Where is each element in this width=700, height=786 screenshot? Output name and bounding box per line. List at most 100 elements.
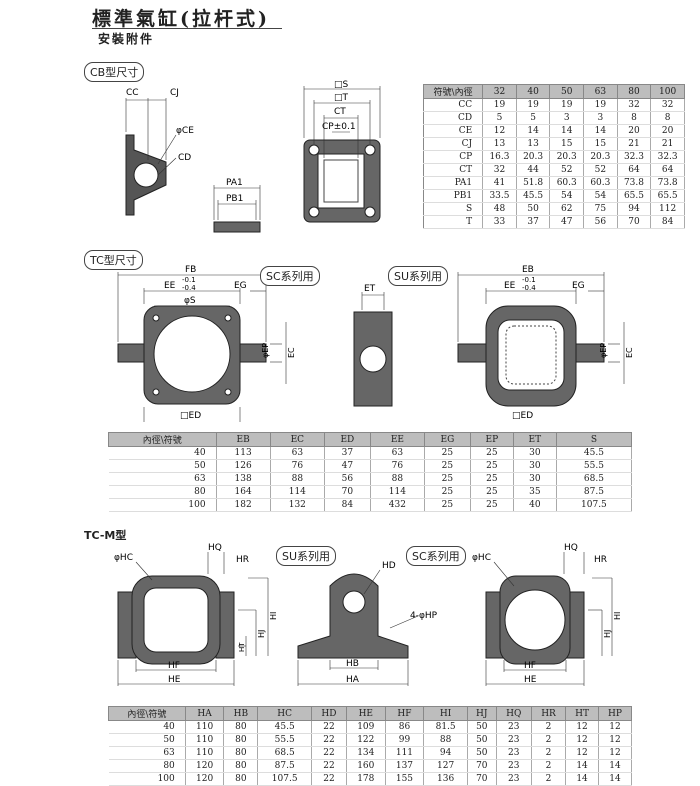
tcm-table-cell: 70	[467, 772, 497, 786]
tc-dim-ed: □ED	[180, 411, 201, 421]
tc-table-cell: 87.5	[556, 485, 633, 499]
cb-row-label: CT	[422, 163, 484, 177]
cb-table-cell: 20	[616, 124, 652, 138]
cb-table-cell: 60.3	[549, 176, 585, 190]
tc-table-cell: 70	[324, 485, 371, 499]
tc-table-cell: 182	[216, 498, 271, 512]
tcm-table-cell: 55.5	[257, 733, 312, 747]
tc-dim-fb: FB	[185, 265, 196, 275]
cb-row-label: CP	[422, 150, 484, 164]
tc-table-cell: 138	[216, 472, 271, 486]
tc-row-label: 80	[108, 485, 217, 499]
tcm-table-cell: 70	[467, 759, 497, 773]
cb-table-cell: 54	[549, 189, 585, 203]
tc-su-dim-ee: EE	[504, 281, 516, 291]
cb-table-cell: 14	[583, 124, 618, 138]
dim-t-square: □T	[334, 93, 349, 103]
tc-table-cell: 68.5	[556, 472, 633, 486]
tcm-table-cell: 14	[565, 759, 599, 773]
tcm-table-cell: 23	[496, 720, 532, 734]
cb-table-cell: 65.5	[616, 189, 652, 203]
tcm-col-header: HJ	[466, 706, 497, 721]
tc-su-dim-ec: EC	[625, 347, 634, 358]
cb-table-cell: 70	[616, 215, 652, 229]
cb-table-cell: 32	[650, 98, 685, 112]
tc-su-dim-ed: □ED	[512, 411, 533, 421]
tcm-dim-hi: HI	[269, 612, 278, 620]
tcm-table-cell: 12	[598, 720, 633, 734]
tc-table-cell: 25	[470, 498, 514, 512]
cb-table-cell: 19	[583, 98, 618, 112]
tc-col-header: ET	[512, 432, 557, 447]
cb-table-cell: 14	[515, 124, 551, 138]
tc-col-header: EC	[269, 432, 325, 447]
tc-table-corner: 內徑\符號	[108, 432, 217, 447]
tc-col-header: EB	[215, 432, 271, 447]
tc-su-dim-tol-upper: -0.1	[522, 276, 536, 284]
tcm-table-cell: 23	[496, 759, 532, 773]
tcm-col-header: HB	[223, 706, 259, 721]
tcm-sc-dim-phi-hc: φHC	[472, 553, 491, 563]
cb-table-cell: 44	[515, 163, 551, 177]
dim-pa1: PA1	[226, 178, 243, 188]
tc-drawings: FB EE -0.1 -0.4 EG φS φEP EC □ED ET EB E…	[117, 265, 634, 422]
cb-table-cell: 3	[583, 111, 618, 125]
cb-drawings: CC CJ φCE CD PA1 PB1 □S □T CT CP±0.1	[125, 80, 381, 233]
tc-table-cell: 63	[370, 446, 425, 460]
dim-cp: CP±0.1	[322, 122, 356, 132]
cb-table-cell: 75	[583, 202, 618, 216]
cb-table-cell: 47	[549, 215, 585, 229]
tcm-col-header: HR	[530, 706, 567, 721]
tcm-table-cell: 87.5	[257, 759, 312, 773]
cb-table-cell: 5	[482, 111, 517, 125]
tcm-table-cell: 12	[565, 720, 599, 734]
tcm-sc-dim-hj: HJ	[603, 630, 612, 638]
tc-sc-trunnion-drawing	[117, 305, 267, 405]
cb-table-cell: 13	[482, 137, 517, 151]
cb-table-cell: 73.8	[616, 176, 652, 190]
tc-table-cell: 84	[324, 498, 371, 512]
cb-table-cell: 64	[616, 163, 652, 177]
tcm-table-cell: 127	[423, 759, 468, 773]
tc-row-label: 40	[108, 446, 217, 460]
cb-table-cell: 54	[583, 189, 618, 203]
cb-table-cell: 8	[616, 111, 652, 125]
tc-table-cell: 25	[470, 485, 514, 499]
cb-row-label: CE	[422, 124, 484, 138]
cb-table-cell: 8	[650, 111, 685, 125]
tc-section-label: TC型尺寸	[84, 250, 143, 270]
tcm-table-cell: 178	[346, 772, 386, 786]
tc-su-dim-eg: EG	[572, 281, 585, 291]
tcm-table-cell: 50	[467, 746, 497, 760]
tcm-table-cell: 80	[223, 733, 259, 747]
tc-su-trunnion-drawing	[457, 305, 605, 407]
tcm-drawings: φHC HQ HR HI HJ HT HF HE HD 4-φHP HB HA …	[114, 543, 622, 686]
tcm-table-cell: 14	[565, 772, 599, 786]
tc-table-cell: 76	[370, 459, 425, 473]
tc-side-drawing	[353, 311, 393, 407]
cb-row-label: S	[422, 202, 484, 216]
tcm-spec-table: 內徑\符號 HA HB HC HD HE HF HI HJ HQ HR HT H…	[108, 706, 633, 786]
tc-dim-et: ET	[364, 284, 376, 294]
tc-table-cell: 164	[216, 485, 271, 499]
tc-dim-eg: EG	[234, 281, 247, 291]
dim-ct: CT	[334, 107, 346, 117]
tc-table-cell: 25	[470, 459, 514, 473]
cb-table-cell: 20.3	[549, 150, 585, 164]
tcm-dim-hf: HF	[168, 661, 180, 671]
tc-table-cell: 63	[270, 446, 325, 460]
tcm-table-cell: 110	[185, 733, 225, 747]
tc-table-cell: 25	[470, 472, 514, 486]
tcm-table-cell: 110	[185, 720, 225, 734]
tc-table-cell: 25	[424, 498, 471, 512]
tcm-sc-drawing	[485, 575, 585, 665]
tcm-sc-series-label: SC系列用	[406, 546, 466, 566]
tc-table-cell: 37	[324, 446, 371, 460]
tc-table-cell: 88	[270, 472, 325, 486]
cb-table-cell: 16.3	[482, 150, 517, 164]
